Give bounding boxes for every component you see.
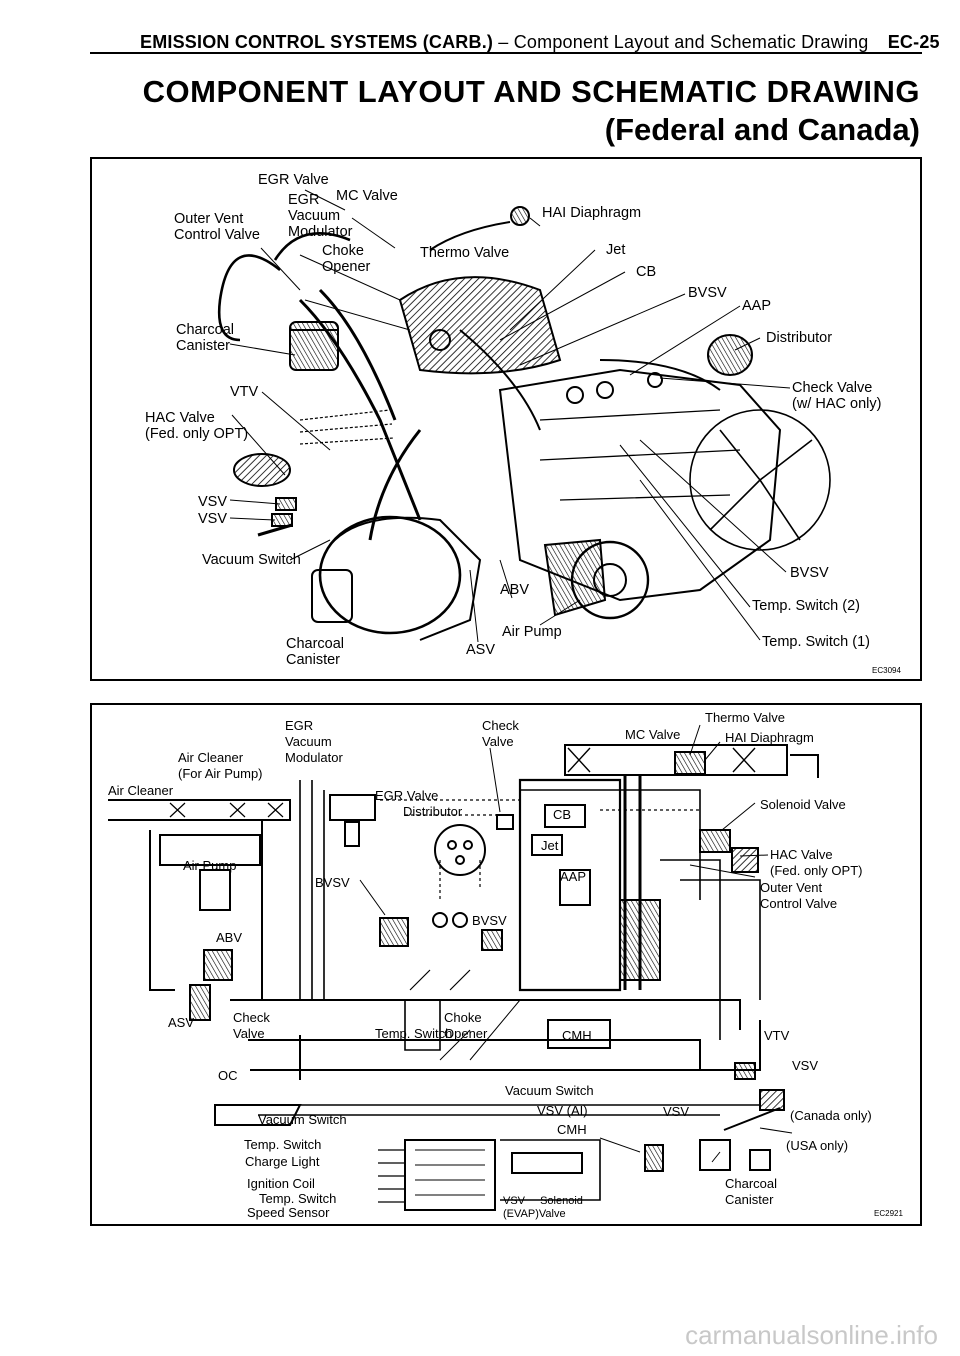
label-bvsv-top: BVSV <box>688 285 727 301</box>
schem-label-vacuum-switch-left: Vacuum Switch <box>258 1112 347 1127</box>
schem-label-vsv-small: VSV <box>663 1104 690 1119</box>
schem-label-cmh-box: CMH <box>562 1028 592 1043</box>
label-vsv-1: VSV <box>198 494 228 510</box>
schem-label-temp-switch-bottom: Temp. Switch <box>259 1191 337 1206</box>
schem-label-usa-only: (USA only) <box>786 1138 849 1153</box>
label-vtv: VTV <box>230 384 259 400</box>
schem-label-egr-vacuum-modulator: EGR Vacuum Modulator <box>285 718 343 765</box>
schem-label-mc-valve: MC Valve <box>625 727 681 742</box>
schem-label-jet: Jet <box>541 838 559 853</box>
header-rule <box>90 52 922 54</box>
label-temp-switch-1: Temp. Switch (1) <box>762 634 870 650</box>
schem-label-thermo-valve: Thermo Valve <box>705 710 785 725</box>
schem-label-charcoal-canister: Charcoal Canister <box>725 1176 778 1207</box>
schem-label-air-pump: Air Pump <box>183 858 237 873</box>
schem-label-check-valve-top: Check Valve <box>482 718 519 749</box>
schem-label-speed-sensor: Speed Sensor <box>247 1205 330 1220</box>
schem-label-vtv: VTV <box>764 1028 790 1043</box>
schem-label-canada-only: (Canada only) <box>790 1108 872 1123</box>
label-vsv-2: VSV <box>198 511 228 527</box>
schem-label-vsv-ai: VSV (AI) <box>537 1103 588 1118</box>
schem-label-charge-light: Charge Light <box>245 1154 320 1169</box>
page-title: COMPONENT LAYOUT AND SCHEMATIC DRAWING <box>142 74 920 109</box>
label-abv: ABV <box>500 582 530 598</box>
label-egr-valve: EGR Valve <box>258 172 329 188</box>
header-dash: – <box>498 32 509 52</box>
label-cb: CB <box>636 264 657 280</box>
header-subtitle: Component Layout and Schematic Drawing <box>513 32 869 52</box>
schem-label-temp-switch: Temp. Switch <box>375 1026 453 1041</box>
schem-label-cb: CB <box>553 807 572 822</box>
label-temp-switch-2: Temp. Switch (2) <box>752 598 860 614</box>
schem-label-abv: ABV <box>216 930 243 945</box>
label-vacuum-switch: Vacuum Switch <box>202 552 301 568</box>
label-distributor: Distributor <box>766 330 833 346</box>
schem-label-temp-switch-left: Temp. Switch <box>244 1137 322 1152</box>
schem-label-aap: AAP <box>560 869 587 884</box>
page-subtitle: (Federal and Canada) <box>604 112 920 147</box>
label-outer-vent-control-valve: Outer Vent Control Valve <box>174 211 260 243</box>
schem-label-choke-opener: Choke Opener <box>444 1010 488 1041</box>
label-charcoal-canister-bottom: Charcoal Canister <box>286 636 345 668</box>
schem-label-vsv-solenoid: VSV Solenoid <box>503 1195 583 1207</box>
label-jet: Jet <box>606 242 626 258</box>
schem-label-bvsv-mid: BVSV <box>472 913 507 928</box>
label-air-pump: Air Pump <box>502 624 562 640</box>
schem-label-asv: ASV <box>168 1015 195 1030</box>
header-page-number: EC-25 <box>887 32 940 52</box>
label-hac-valve: HAC Valve (Fed. only OPT) <box>145 410 249 442</box>
schem-label-check-valve-bottom: Check Valve <box>233 1010 270 1041</box>
label-asv: ASV <box>466 642 496 658</box>
schem-label-vacuum-switch-center: Vacuum Switch <box>505 1083 594 1098</box>
schem-label-air-cleaner: Air Cleaner <box>108 783 174 798</box>
schem-label-evap-valve: (EVAP)Valve <box>503 1208 566 1220</box>
figure-code-ec3094: EC3094 <box>872 666 901 675</box>
label-charcoal-canister-top: Charcoal Canister <box>176 322 235 354</box>
page-header: EMISSION CONTROL SYSTEMS (CARB.) – Compo… <box>140 32 940 53</box>
watermark: carmanualsonline.info <box>685 1320 938 1350</box>
label-aap: AAP <box>742 298 772 314</box>
schem-label-cmh-small: CMH <box>557 1122 587 1137</box>
label-check-valve-hac: Check Valve (w/ HAC only) <box>792 380 882 412</box>
schem-label-hac-valve: HAC Valve (Fed. only OPT) <box>770 847 863 878</box>
label-choke-opener: Choke Opener <box>322 243 371 275</box>
label-thermo-valve: Thermo Valve <box>420 245 510 261</box>
label-egr-vacuum-modulator: EGR Vacuum Modulator <box>288 192 353 240</box>
label-hai-diaphragm: HAI Diaphragm <box>542 205 642 221</box>
label-mc-valve: MC Valve <box>336 188 398 204</box>
schem-label-bvsv-left: BVSV <box>315 875 350 890</box>
schem-label-solenoid-valve: Solenoid Valve <box>760 797 846 812</box>
header-section: EMISSION CONTROL SYSTEMS (CARB.) <box>140 32 494 52</box>
schem-label-ignition-coil: Ignition Coil <box>247 1176 315 1191</box>
schem-label-oc: OC <box>218 1068 238 1083</box>
schem-label-hai-diaphragm: HAI Diaphragm <box>725 730 814 745</box>
schem-label-egr-valve: EGR Valve <box>375 788 439 803</box>
schem-label-distributor: Distributor <box>403 804 463 819</box>
component-layout-panel <box>90 157 922 681</box>
schem-label-outer-vent: Outer Vent Control Valve <box>760 880 838 911</box>
schem-label-air-cleaner-air-pump: Air Cleaner (For Air Pump) <box>178 750 263 781</box>
figure-code-ec2921: EC2921 <box>874 1209 903 1218</box>
schem-label-vsv-right: VSV <box>792 1058 819 1073</box>
label-bvsv-right: BVSV <box>790 565 829 581</box>
schematic-panel <box>90 703 922 1226</box>
